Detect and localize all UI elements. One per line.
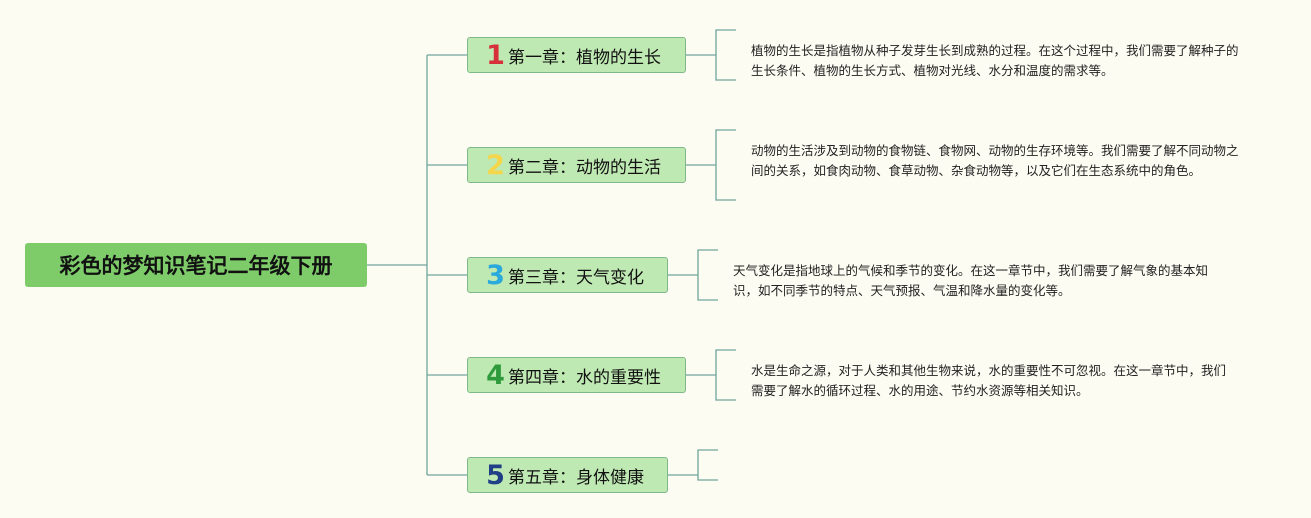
chapter-1-description: 植物的生长是指植物从种子发芽生长到成熟的过程。在这个过程中，我们需要了解种子的生…: [751, 43, 1239, 78]
bracket-4: [715, 349, 736, 401]
root-topic[interactable]: 彩色的梦知识笔记二年级下册: [25, 243, 367, 287]
chapter-number-badge: 1: [486, 39, 505, 71]
chapter-3-description: 天气变化是指地球上的气候和季节的变化。在这一章节中，我们需要了解气象的基本知识，…: [733, 263, 1209, 298]
chapter-3-topic[interactable]: 3 第三章：天气变化: [467, 257, 668, 293]
chapter-4-topic[interactable]: 4 第四章：水的重要性: [467, 357, 686, 393]
bracket-2: [715, 129, 736, 201]
chapter-title: 第二章：动物的生活: [508, 157, 661, 178]
bracket-1: [715, 29, 736, 81]
chapter-4-description: 水是生命之源，对于人类和其他生物来说，水的重要性不可忽视。在这一章节中，我们需要…: [751, 363, 1227, 398]
chapter-title: 第三章：天气变化: [508, 267, 644, 288]
bracket-3: [697, 249, 718, 301]
chapter-2-topic[interactable]: 2 第二章：动物的生活: [467, 147, 686, 183]
chapter-number-badge: 3: [486, 259, 505, 291]
chapter-number-badge: 2: [486, 149, 505, 181]
bracket-5: [697, 449, 718, 481]
chapter-1-topic[interactable]: 1 第一章：植物的生长: [467, 37, 686, 73]
chapter-title: 第四章：水的重要性: [508, 367, 661, 388]
chapter-number-badge: 5: [486, 459, 505, 491]
chapter-number-badge: 4: [486, 359, 505, 391]
root-title: 彩色的梦知识笔记二年级下册: [59, 254, 333, 278]
chapter-5-topic[interactable]: 5 第五章：身体健康: [467, 457, 668, 493]
chapter-2-description: 动物的生活涉及到动物的食物链、食物网、动物的生存环境等。我们需要了解不同动物之间…: [751, 143, 1239, 178]
chapter-title: 第一章：植物的生长: [508, 47, 661, 68]
chapter-title: 第五章：身体健康: [508, 467, 644, 488]
